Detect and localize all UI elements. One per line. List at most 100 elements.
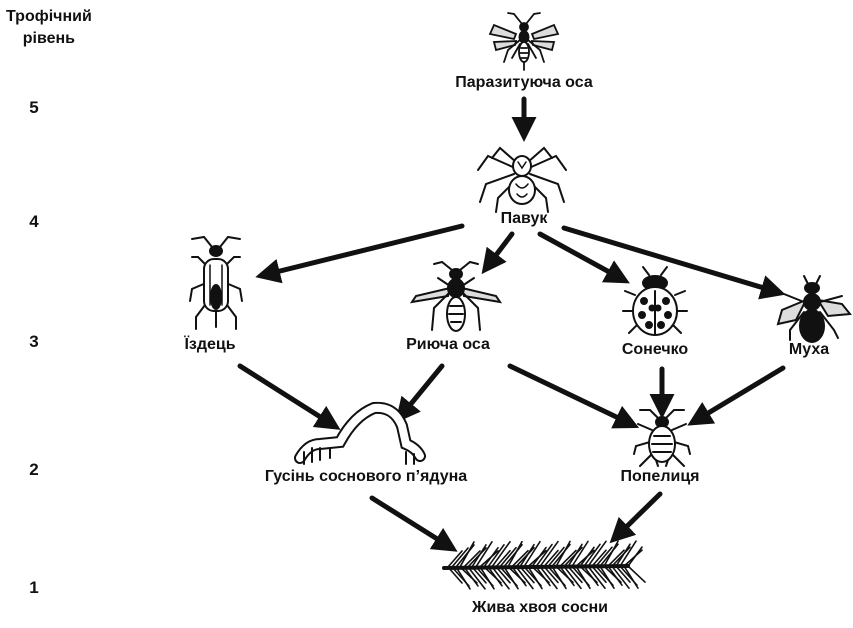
arrow-caterpillar-to-pine xyxy=(369,495,458,552)
pine-needle xyxy=(483,547,499,568)
pine-needle xyxy=(627,565,646,583)
pine-needle xyxy=(459,541,475,568)
label-digger-wasp: Риюча оса xyxy=(406,336,490,353)
pine-needle xyxy=(603,540,619,568)
arrow-aphid-to-pine xyxy=(609,491,663,544)
arrow-fly-to-aphid xyxy=(687,365,786,426)
caterpillar-icon xyxy=(294,401,426,465)
pine-needle xyxy=(619,540,637,567)
pine-needle xyxy=(475,541,493,568)
trophic-level-1: 1 xyxy=(29,578,39,597)
wasp-icon xyxy=(488,12,560,71)
trophic-level-header-line2: рівень xyxy=(22,30,76,47)
label-spider: Павук xyxy=(500,210,548,227)
pine-needle xyxy=(555,540,571,568)
pine-needle xyxy=(491,565,510,590)
arrow-spider-to-digger-wasp xyxy=(481,231,515,275)
pine-needle xyxy=(539,540,559,568)
pine-needle xyxy=(471,566,487,584)
aphid-icon xyxy=(633,409,691,467)
trophic-level-header-line1: Трофічний xyxy=(6,8,92,25)
trophic-level-5: 5 xyxy=(29,98,39,117)
pine-branch-icon xyxy=(442,540,646,590)
pine-needle xyxy=(543,549,559,568)
pine-needle xyxy=(523,540,541,568)
pine-needle xyxy=(587,565,606,590)
pine-needle xyxy=(455,566,471,590)
pine-needle xyxy=(567,565,583,584)
pine-needle xyxy=(447,566,463,584)
pine-needle xyxy=(595,546,613,568)
pine-needle xyxy=(519,543,535,568)
pine-needle xyxy=(451,547,469,568)
pine-needle xyxy=(535,565,551,587)
fly-icon xyxy=(776,275,852,343)
pine-needle xyxy=(519,565,535,584)
pine-needle xyxy=(503,565,519,590)
pine-needle xyxy=(511,565,527,587)
pine-needle xyxy=(567,543,583,568)
trophic-level-3: 3 xyxy=(29,332,39,351)
pine-needle xyxy=(599,565,615,590)
pine-needle xyxy=(591,549,607,568)
pine-needle xyxy=(559,549,577,568)
pine-needle xyxy=(615,543,631,567)
pine-needle xyxy=(543,565,559,584)
trophic-level-4: 4 xyxy=(29,212,39,231)
pine-needle xyxy=(499,546,517,568)
label-fly: Муха xyxy=(788,341,830,358)
label-parasitic-wasp: Паразитуюча оса xyxy=(455,74,593,91)
pine-needle xyxy=(463,566,479,587)
pine-needle xyxy=(607,565,623,587)
pine-needle xyxy=(563,565,582,590)
label-pine-needles: Жива хвоя сосни xyxy=(472,599,608,616)
spider-icon xyxy=(477,146,567,213)
pine-needle xyxy=(623,565,639,589)
pine-needle xyxy=(615,565,631,583)
pine-needle xyxy=(531,546,547,568)
pine-needle xyxy=(527,565,543,590)
arrow-spider-to-ladybird xyxy=(537,231,630,284)
pine-needle xyxy=(467,566,486,590)
pine-needle xyxy=(463,550,481,568)
pine-needle xyxy=(551,565,567,590)
pine-needle xyxy=(447,550,463,568)
pine-needle xyxy=(515,565,534,590)
pine-needle xyxy=(583,565,599,587)
pine-needle xyxy=(535,543,553,568)
label-ichneumon: Їздець xyxy=(184,336,236,353)
trophic-level-2: 2 xyxy=(29,460,39,479)
pine-needle xyxy=(607,549,625,568)
digger-wasp-icon xyxy=(409,260,503,332)
ichneumon-icon xyxy=(189,235,243,330)
label-caterpillar: Гусінь соснового п’ядуна xyxy=(264,468,468,485)
pine-needle xyxy=(559,565,575,587)
pine-needle xyxy=(479,566,495,590)
pine-needle xyxy=(627,546,643,567)
pine-needle xyxy=(587,540,607,568)
pine-needle xyxy=(571,540,589,568)
arrow-digger-wasp-to-aphid xyxy=(507,363,640,429)
trophic-level-header: Трофічний рівень xyxy=(6,6,92,50)
pine-needle xyxy=(471,544,487,568)
arrow-spider-to-fly xyxy=(561,225,786,300)
pine-needle xyxy=(579,546,595,568)
pine-needle xyxy=(591,565,607,584)
pine-needle xyxy=(511,549,529,568)
pine-needle xyxy=(491,540,511,568)
label-ladybird: Сонечко xyxy=(621,341,689,358)
arrows xyxy=(237,96,786,552)
pine-needle xyxy=(487,543,505,568)
arrow-ichneumon-to-caterpillar xyxy=(237,363,341,430)
pine-needle xyxy=(495,565,511,584)
pine-needle xyxy=(539,565,558,590)
pine-needle xyxy=(575,565,591,590)
arrow-digger-wasp-to-caterpillar xyxy=(395,363,445,423)
pine-needle xyxy=(583,543,601,568)
arrow-spider-to-ichneumon xyxy=(255,223,465,284)
ladybird-icon xyxy=(622,266,688,336)
pine-needle xyxy=(495,549,511,568)
pine-needle xyxy=(487,565,503,587)
